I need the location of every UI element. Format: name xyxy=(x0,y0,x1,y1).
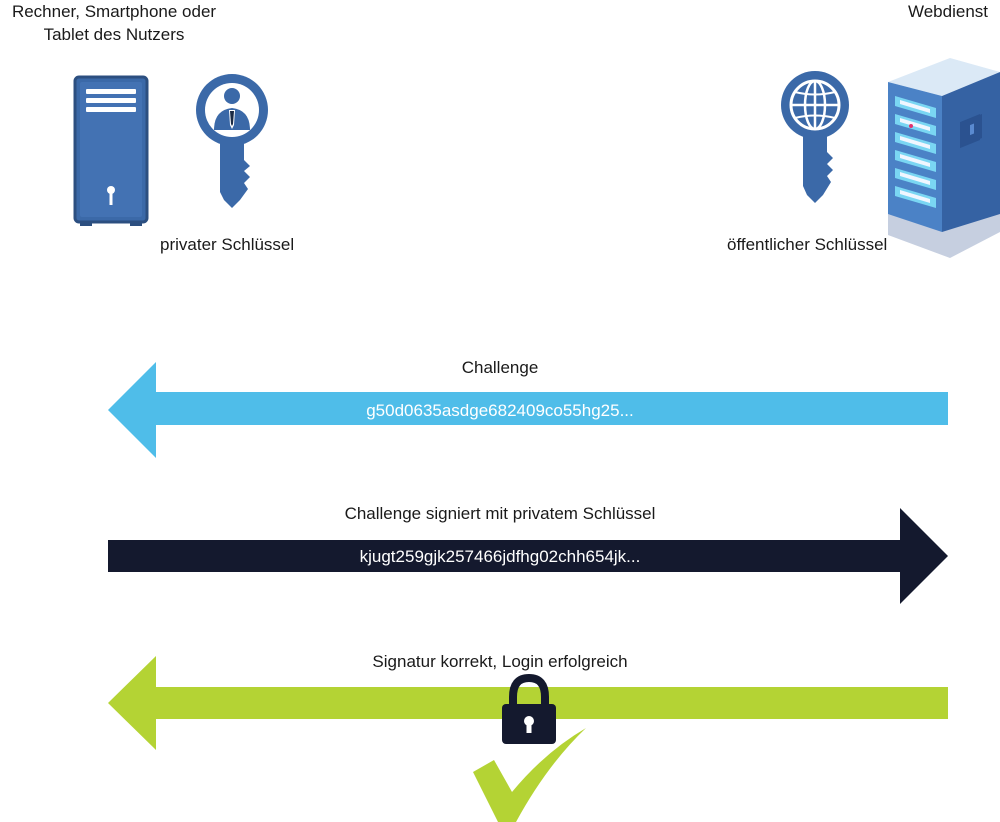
checkmark-icon xyxy=(473,728,586,822)
challenge-arrow xyxy=(108,362,948,458)
login-success-title: Signatur korrekt, Login erfolgreich xyxy=(372,652,628,671)
signed-challenge-title: Challenge signiert mit privatem Schlüsse… xyxy=(344,504,656,523)
user-device-label: Rechner, Smartphone oder Tablet des Nutz… xyxy=(11,2,217,44)
public-key-label: öffentlicher Schlüssel xyxy=(727,235,888,254)
computer-tower-icon xyxy=(73,75,149,226)
login-success-arrow xyxy=(108,656,948,750)
private-key-label: privater Schlüssel xyxy=(160,235,295,254)
padlock-icon xyxy=(502,673,556,744)
signed-challenge-code: kjugt259gjk257466jdfhg02chh654jk... xyxy=(359,547,641,566)
web-service-label: Webdienst xyxy=(907,2,988,21)
signed-challenge-arrow xyxy=(108,508,948,604)
server-rack-icon xyxy=(888,58,1000,258)
challenge-title: Challenge xyxy=(461,358,539,377)
challenge-code: g50d0635asdge682409co55hg25... xyxy=(366,401,634,420)
globe-key-icon xyxy=(781,71,849,203)
user-key-icon xyxy=(196,74,268,208)
